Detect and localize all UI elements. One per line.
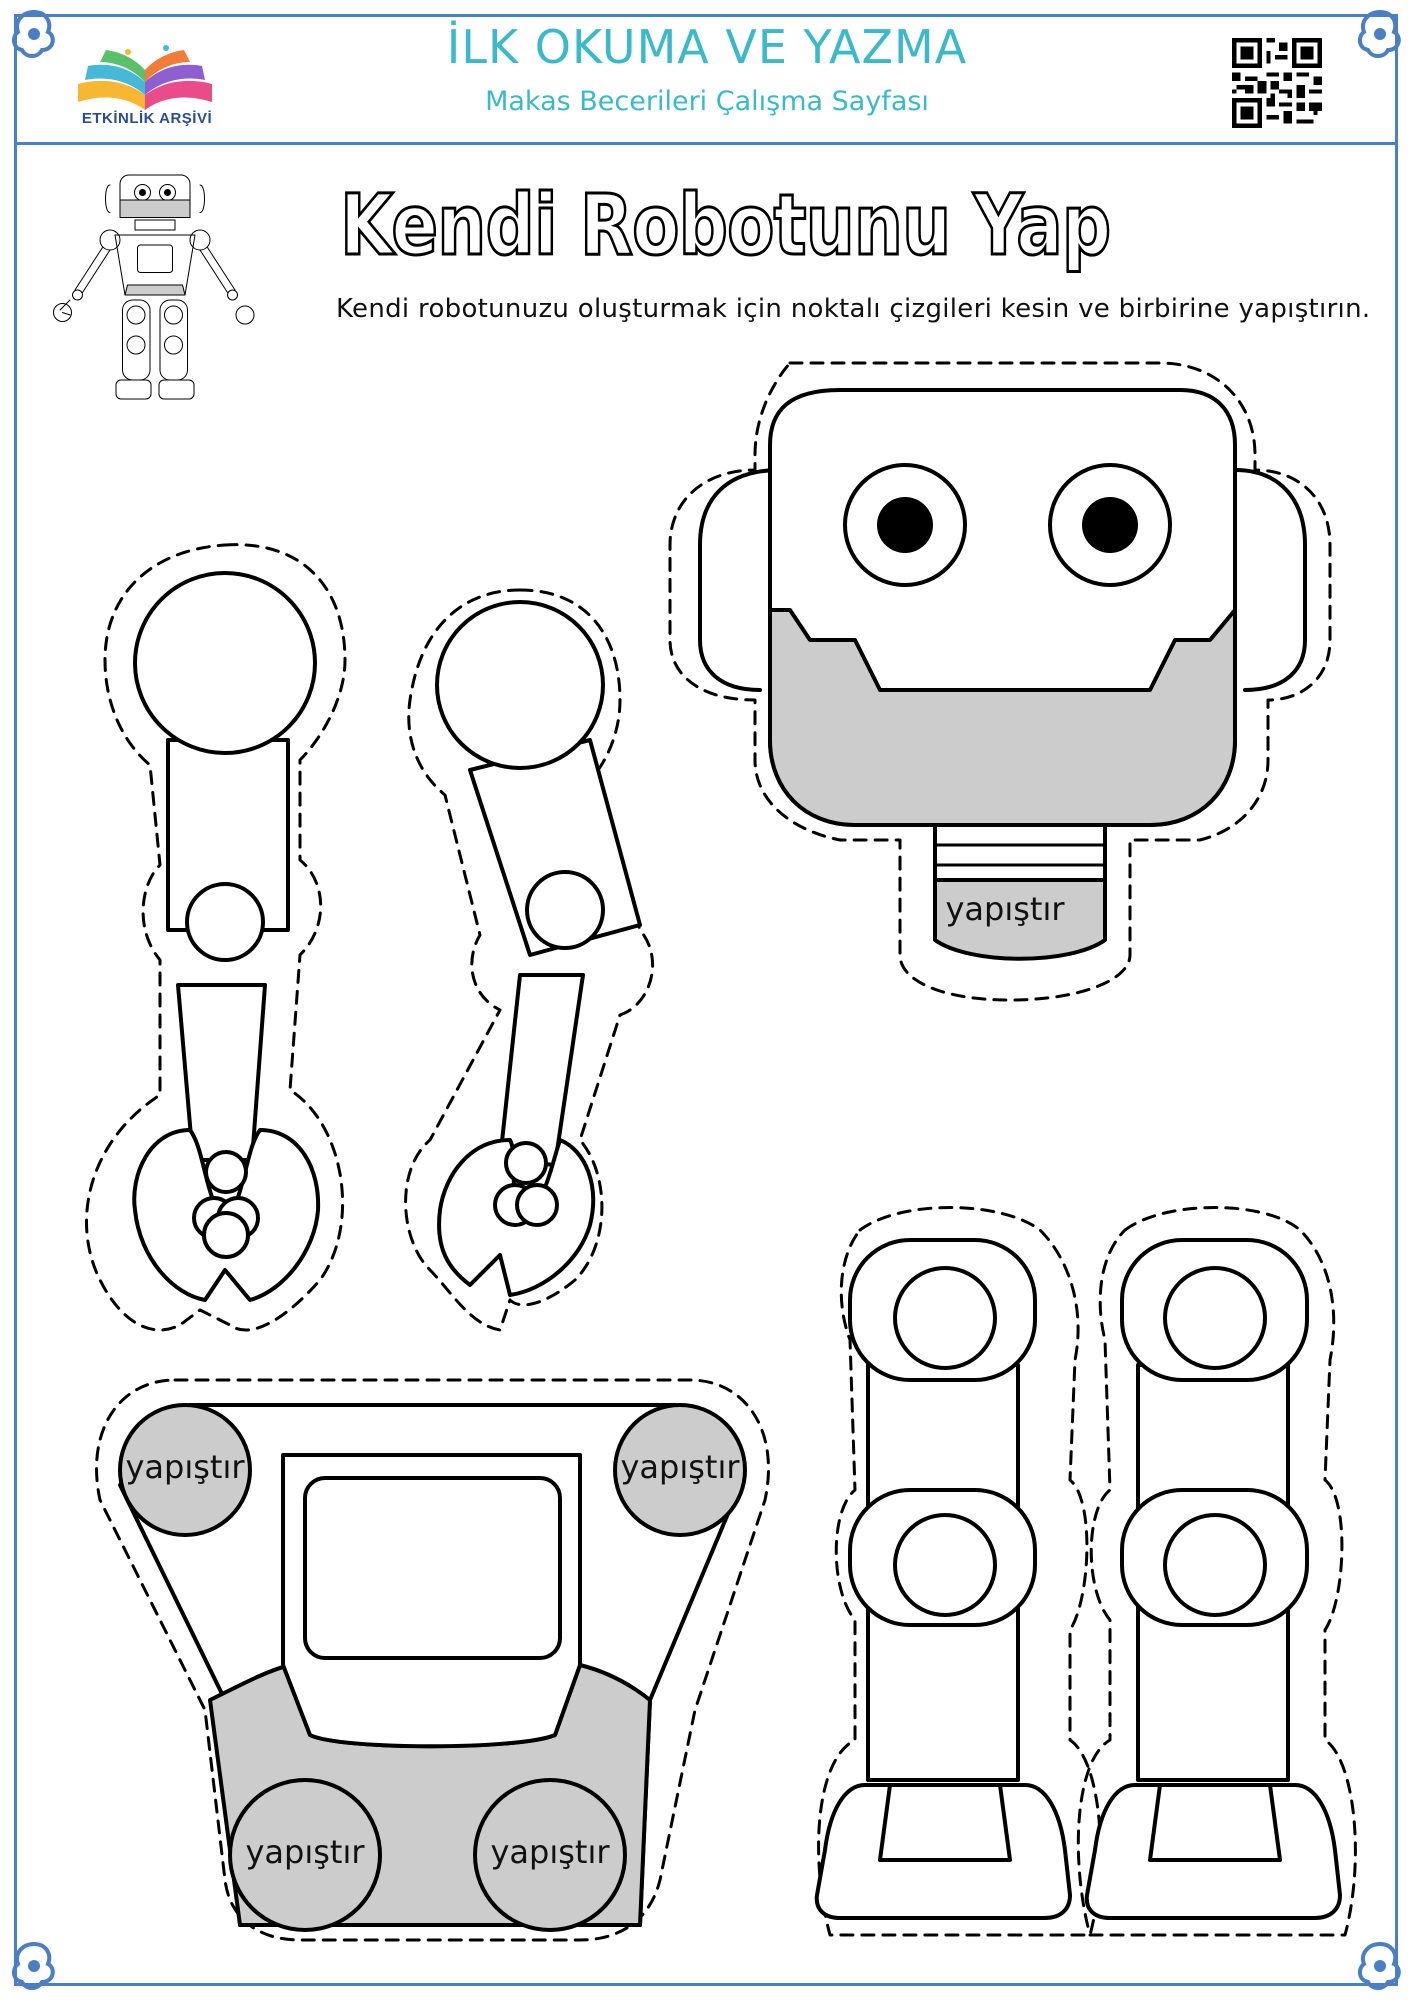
right-leg-cutout	[1076, 1206, 1357, 1937]
glue-label-body-bottom-right: yapıştır	[490, 1833, 610, 1871]
left-arm-cutout	[85, 543, 347, 1332]
qr-code-icon	[1232, 38, 1322, 128]
header-subtitle: Makas Becerileri Çalışma Sayfası	[485, 86, 929, 117]
worksheet-instruction: Kendi robotunuzu oluşturmak için noktalı…	[336, 294, 1371, 324]
glue-label-body-top-right: yapıştır	[620, 1448, 740, 1486]
header-title: İLK OKUMA VE YAZMA	[446, 20, 968, 74]
corner-ornament-icon	[1357, 9, 1401, 58]
robot-preview-illustration	[53, 174, 255, 400]
book-logo-icon	[78, 45, 212, 110]
glue-label-body-bottom-left: yapıştır	[245, 1833, 365, 1871]
glue-label-body-top-left: yapıştır	[125, 1448, 245, 1486]
glue-label-head: yapıştır	[945, 890, 1065, 928]
right-arm-cutout	[404, 588, 655, 1332]
corner-ornament-icon	[11, 1941, 55, 1990]
body-cutout	[95, 1378, 770, 1942]
logo-text: ETKİNLİK ARŞİVİ	[81, 110, 213, 127]
worksheet-title: Kendi Robotunu Yap	[339, 175, 1113, 276]
corner-ornament-icon	[1357, 1941, 1401, 1990]
corner-ornament-icon	[11, 9, 55, 58]
page-frame	[14, 14, 1398, 1986]
head-cutout	[668, 361, 1332, 1002]
header-separator	[14, 142, 1398, 145]
left-leg-cutout	[814, 1206, 1102, 1937]
